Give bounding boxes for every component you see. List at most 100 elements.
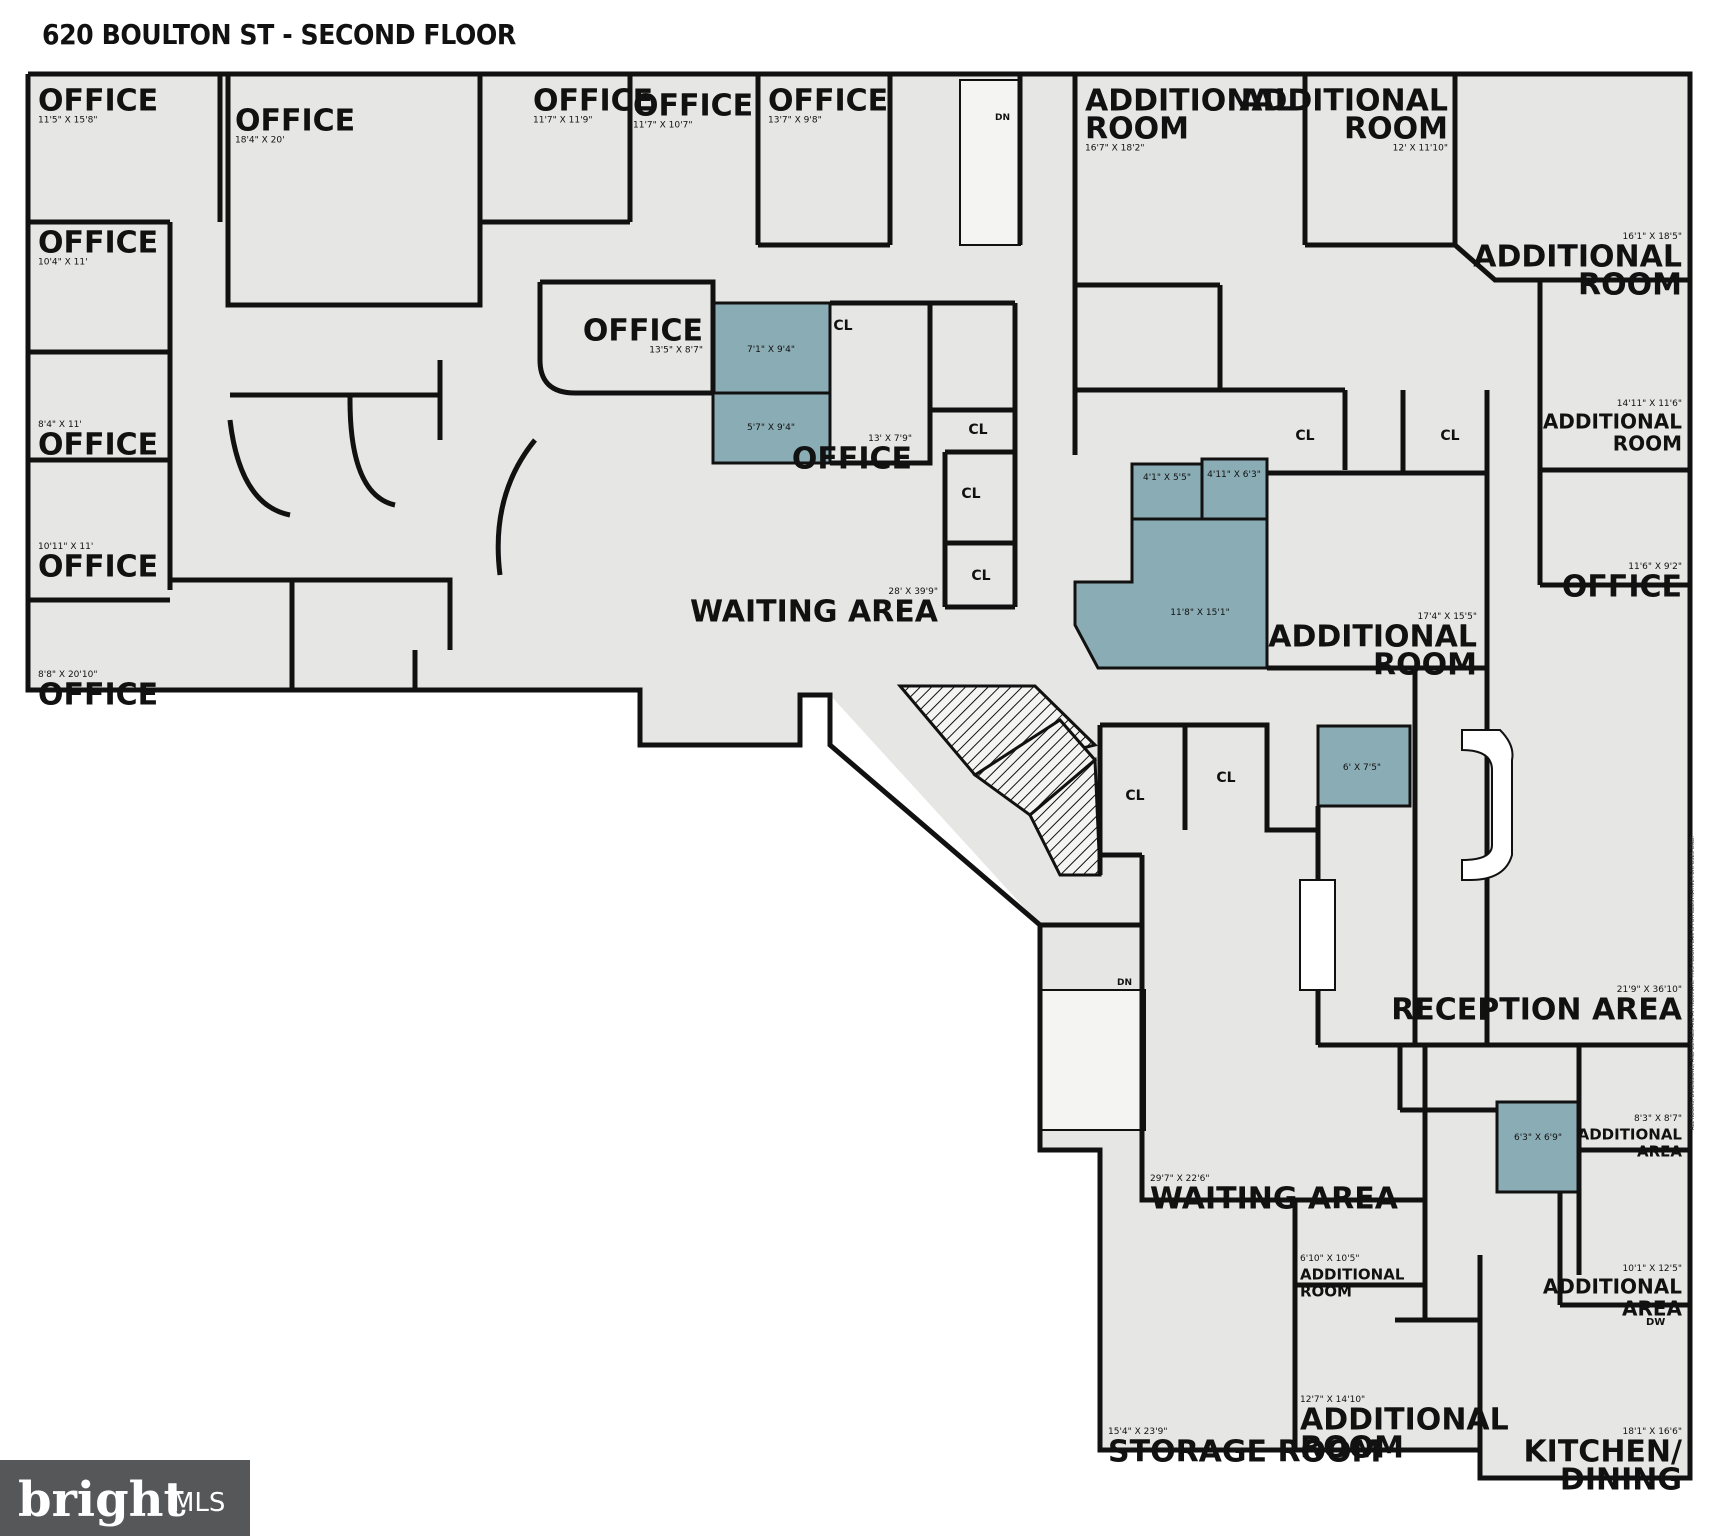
room-name: WAITING AREA — [1150, 1181, 1399, 1216]
room-size: 18'1" X 16'6" — [1623, 1427, 1682, 1437]
room-size: 8'4" X 11' — [38, 420, 82, 430]
room-name: OFFICE — [38, 677, 158, 712]
room-name: STORAGE ROOM — [1108, 1434, 1381, 1469]
room-size: 13'7" X 9'8" — [768, 115, 822, 125]
room-size: 11'6" X 9'2" — [1628, 562, 1682, 572]
room-name: WAITING AREA — [690, 594, 939, 629]
room-size: 12'7" X 14'10" — [1300, 1395, 1365, 1405]
room-name: ROOM — [1300, 1283, 1352, 1301]
room-size: 8'3" X 8'7" — [1634, 1114, 1682, 1124]
closet-label: CL — [1216, 770, 1235, 786]
room-size: 8'8" X 20'10" — [38, 670, 97, 680]
dishwasher-label: DW — [1646, 1317, 1665, 1328]
bright-mls-logo: bright MLS — [0, 1460, 250, 1536]
reception-desk — [1299, 729, 1514, 991]
room-name: OFFICE — [633, 88, 753, 123]
room-name: OFFICE — [792, 441, 912, 476]
walls — [25, 71, 1693, 1481]
bath-1 — [711, 301, 832, 395]
room-size: 11'5" X 15'8" — [38, 115, 97, 125]
room-name: ADDITIONAL — [1300, 1402, 1509, 1437]
room-name: ROOM — [1344, 111, 1448, 146]
room-name: ADDITIONAL — [1543, 1275, 1682, 1299]
disclaimer-text: ALL ROOMS, DIMENSIONS, AND DETAILS ARE A… — [1690, 836, 1696, 1130]
room-size: 10'11" X 11' — [38, 542, 93, 552]
room-name: ROOM — [1578, 267, 1682, 302]
logo-brand: bright — [18, 1472, 186, 1528]
closet-label: CL — [1440, 428, 1459, 444]
bath-5 — [1073, 517, 1269, 670]
bath-size-bath-3: 4'1" X 5'5" — [1143, 473, 1191, 483]
room-size: 29'7" X 22'6" — [1150, 1174, 1209, 1184]
room-size: 28' X 39'9" — [888, 587, 938, 597]
logo-suffix: MLS — [172, 1488, 226, 1518]
room-name: ADDITIONAL — [1268, 619, 1477, 654]
room-name: ADDITIONAL — [1543, 410, 1682, 434]
room-size: 10'4" X 11' — [38, 257, 88, 267]
room-size: 12' X 11'10" — [1393, 143, 1448, 153]
room-size: 16'7" X 18'2" — [1085, 143, 1144, 153]
closet-label: CL — [1295, 428, 1314, 444]
room-size: 13'5" X 8'7" — [649, 345, 703, 355]
bath-size-bath-7: 6'3" X 6'9" — [1514, 1133, 1562, 1143]
room-size: 6'10" X 10'5" — [1300, 1254, 1359, 1264]
bath-2 — [711, 391, 832, 465]
room-name: DINING — [1560, 1462, 1682, 1497]
room-name: ROOM — [1373, 647, 1477, 682]
room-name: OFFICE — [235, 103, 355, 138]
room-name: OFFICE — [583, 313, 703, 348]
bath-4 — [1200, 457, 1269, 521]
closet-label: CL — [968, 422, 987, 438]
room-name: AREA — [1622, 1297, 1683, 1321]
bath-size-bath-2: 5'7" X 9'4" — [747, 423, 795, 433]
room-name: RECEPTION AREA — [1391, 992, 1683, 1027]
room-name: ADDITIONAL — [1473, 239, 1682, 274]
room-size: 11'7" X 10'7" — [633, 120, 692, 130]
room-name: ADDITIONAL — [1578, 1126, 1683, 1144]
closet-label: CL — [961, 486, 980, 502]
room-size: 16'1" X 18'5" — [1623, 232, 1682, 242]
room-size: 17'4" X 15'5" — [1418, 612, 1477, 622]
room-name: ROOM — [1613, 432, 1682, 456]
closet-label: CL — [971, 568, 990, 584]
closet-label: CL — [1125, 788, 1144, 804]
bathrooms — [711, 301, 1581, 1194]
room-name: OFFICE — [768, 83, 888, 118]
room-name: OFFICE — [38, 427, 158, 462]
stair-down-label: DN — [995, 113, 1010, 123]
room-size: 14'11" X 11'6" — [1617, 399, 1682, 409]
bath-size-bath-6: 6' X 7'5" — [1343, 763, 1381, 773]
room-name: ADDITIONAL — [1239, 83, 1448, 118]
stair-down-label: DN — [1117, 978, 1132, 988]
bath-3 — [1130, 462, 1204, 521]
hatched-stairs — [896, 684, 1102, 877]
room-name: ADDITIONAL — [1300, 1266, 1405, 1284]
room-name: AREA — [1637, 1143, 1682, 1161]
room-size: 18'4" X 20' — [235, 135, 285, 145]
bath-size-bath-5: 11'8" X 15'1" — [1170, 608, 1229, 618]
stair-2 — [1039, 989, 1146, 1131]
room-name: OFFICE — [38, 83, 158, 118]
room-name: ADDITIONAL — [1085, 83, 1294, 118]
